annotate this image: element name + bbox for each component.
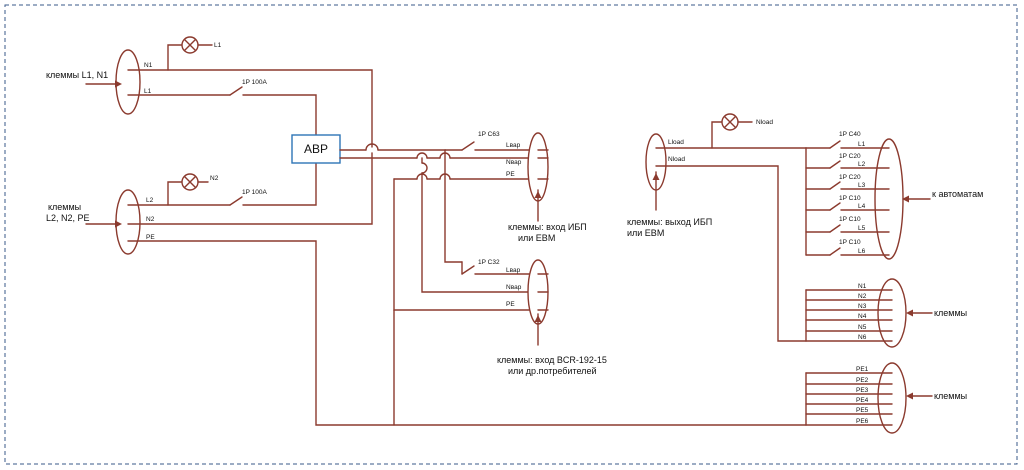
breaker-row-2: 1P C20 L2 xyxy=(805,153,890,169)
input2-terminal-group: клеммы L2, N2, PE L2 1P 100A N2 N2 PE xyxy=(46,152,807,426)
ups-input-l-label: Lвар xyxy=(506,142,521,149)
breaker-row-5-line: L5 xyxy=(858,225,866,232)
pe-terminals-oval xyxy=(877,362,907,434)
ats-box xyxy=(291,134,341,164)
input1-caption: клеммы L1, N1 xyxy=(46,70,108,80)
input2-caption-line2: L2, N2, PE xyxy=(46,213,90,223)
breaker-row-1-rating: 1P C40 xyxy=(839,131,861,138)
bcr-input-breaker-label: 1P C32 xyxy=(478,259,500,266)
input2-pe-label: PE xyxy=(146,234,155,241)
input1-terminal-oval xyxy=(115,49,141,115)
ups-output-caption-line1: клеммы: выход ИБП xyxy=(627,217,712,227)
pe-terminal-3: PE3 xyxy=(856,387,869,394)
breaker-bcr-input-icon xyxy=(461,265,475,275)
ups-output-nload-label: Nload xyxy=(668,156,685,163)
input1-breaker-label: 1P 100A xyxy=(242,79,267,86)
breaker-row-4-rating: 1P C10 xyxy=(839,195,861,202)
input2-l-label: L2 xyxy=(146,197,154,204)
breaker-row-2-line: L2 xyxy=(858,161,866,168)
input2-terminal-oval xyxy=(115,189,141,255)
lamp-l1-label: L1 xyxy=(214,42,222,49)
neutral-terminal-3: N3 xyxy=(858,303,867,310)
neutral-terminal-4: N4 xyxy=(858,313,867,320)
ups-output-lload-label: Lload xyxy=(668,139,684,146)
breaker-row-3: 1P C20 L3 xyxy=(805,174,890,190)
bcr-input-caption-line2: или др.потребителей xyxy=(508,366,596,376)
ups-input-n-label: Nвар xyxy=(506,159,522,166)
lamp-l1-icon xyxy=(181,36,199,54)
ups-output-caption-line2: или EBM xyxy=(627,228,664,238)
breakers-caption: к автоматам xyxy=(932,189,983,199)
input1-terminal-group: клеммы L1, N1 N1 L1 L1 1P 100A xyxy=(46,36,373,148)
breaker-row-6-icon xyxy=(829,247,841,256)
breaker-row-1: 1P C40 L1 xyxy=(805,131,890,149)
breaker-input2-icon xyxy=(229,196,243,206)
input2-breaker-label: 1P 100A xyxy=(242,189,267,196)
input2-n-label: N2 xyxy=(146,216,155,223)
pe-terminal-5: PE5 xyxy=(856,407,869,414)
ups-output-group: клеммы: выход ИБП или EBM Lload Nload Nl… xyxy=(627,113,807,342)
neutral-terminals-oval xyxy=(877,278,907,348)
pe-terminals-caption: клеммы xyxy=(934,391,967,401)
neutral-terminal-6: N6 xyxy=(858,334,867,341)
input1-n-label: N1 xyxy=(144,62,153,69)
ups-input-group: 1P C63 Lвар Nвар PE клеммы: вход ИБП или… xyxy=(461,131,587,243)
lamp-n2-label: N2 xyxy=(210,175,219,182)
diagram-frame xyxy=(4,4,1018,465)
neutral-terminals-group: N1 N2 N3 N4 N5 N6 клеммы xyxy=(805,278,967,348)
breaker-row-1-icon xyxy=(829,140,841,149)
pe-terminal-6: PE6 xyxy=(856,418,869,425)
bcr-input-caption-line1: клеммы: вход BCR-192-15 xyxy=(497,355,607,365)
ups-input-caption-line1: клеммы: вход ИБП xyxy=(508,222,587,232)
breaker-row-3-line: L3 xyxy=(858,182,866,189)
lamp-n2-icon xyxy=(181,173,199,191)
breaker-row-4-icon xyxy=(829,202,841,211)
lamp-nload-label: Nload xyxy=(756,119,773,126)
breaker-row-6-rating: 1P C10 xyxy=(839,239,861,246)
breaker-row-3-icon xyxy=(829,181,841,190)
ups-input-caption-line2: или EBM xyxy=(518,233,555,243)
neutral-terminal-5: N5 xyxy=(858,324,867,331)
breaker-row-4: 1P C10 L4 xyxy=(805,195,890,211)
neutral-terminals-caption: клеммы xyxy=(934,308,967,318)
breaker-row-5: 1P C10 L5 xyxy=(805,216,890,233)
breaker-row-5-rating: 1P C10 xyxy=(839,216,861,223)
bcr-input-group: 1P C32 Lвар Nвар PE клеммы: вход BCR-192… xyxy=(461,259,607,376)
lamp-nload-icon xyxy=(721,113,739,131)
neutral-terminal-1: N1 xyxy=(858,283,867,290)
breakers-terminal-oval xyxy=(874,138,904,260)
ups-input-breaker-label: 1P C63 xyxy=(478,131,500,138)
breaker-row-6: 1P C10 L6 xyxy=(805,239,890,256)
breaker-row-6-line: L6 xyxy=(858,248,866,255)
pe-terminal-1: PE1 xyxy=(856,366,869,373)
breaker-row-2-rating: 1P C20 xyxy=(839,153,861,160)
ats-label: АВР xyxy=(304,142,328,156)
input1-l-label: L1 xyxy=(144,88,152,95)
ups-input-pe-label: PE xyxy=(506,171,515,178)
pe-terminal-2: PE2 xyxy=(856,377,869,384)
pe-terminals-group: PE1 PE2 PE3 PE4 PE5 PE6 клеммы xyxy=(805,362,967,434)
breaker-row-5-icon xyxy=(829,224,841,233)
bcr-input-l-label: Lвар xyxy=(506,267,521,274)
breaker-row-4-line: L4 xyxy=(858,203,866,210)
breaker-row-2-icon xyxy=(829,160,841,169)
neutral-terminal-2: N2 xyxy=(858,293,867,300)
input2-caption-line1: клеммы xyxy=(48,202,81,212)
breaker-row-3-rating: 1P C20 xyxy=(839,174,861,181)
bcr-input-pe-label: PE xyxy=(506,301,515,308)
bcr-input-n-label: Nвар xyxy=(506,284,522,291)
breakers-group: 1P C40 L1 1P C20 L2 1P C20 L3 1P C10 L4 xyxy=(805,131,983,260)
pe-terminal-4: PE4 xyxy=(856,397,869,404)
breaker-row-1-line: L1 xyxy=(858,141,866,148)
breaker-input1-icon xyxy=(229,86,243,96)
ats-output-bus xyxy=(339,143,539,426)
breaker-ups-input-icon xyxy=(461,141,475,151)
